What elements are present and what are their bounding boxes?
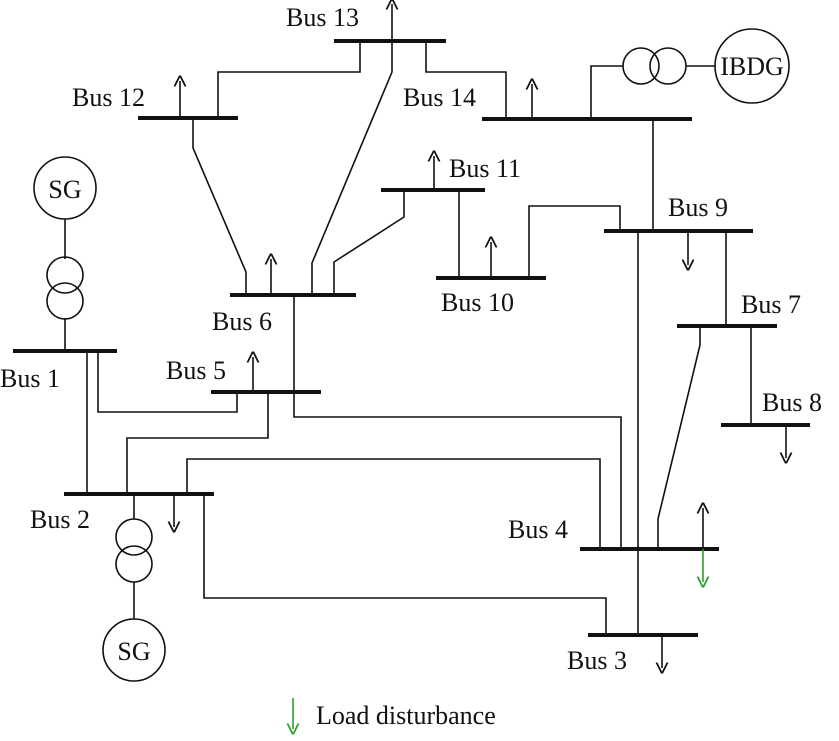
legend: Load disturbance [293,698,496,730]
bus-8-label: Bus 8 [762,388,822,417]
line-2-4 [186,458,601,549]
bus-7-label: Bus 7 [741,290,801,319]
generator-connections [64,65,715,619]
loads [174,4,786,668]
bus-4-label: Bus 4 [508,515,568,544]
transformer-sg-top-coil-2 [46,282,84,320]
bus-12-label: Bus 12 [72,83,145,112]
line-4-7 [657,326,701,549]
transformer-sg-top [46,256,84,320]
bus-labels: Bus 1 Bus 2 Bus 3 Bus 4 Bus 5 Bus 6 Bus … [0,3,822,675]
generator-sg-bottom-label: SG [117,637,150,666]
bus-5-label: Bus 5 [166,356,226,385]
bus-13-label: Bus 13 [286,3,359,32]
ibdg-tx-lead [590,65,623,119]
generator-sg-bottom: SG [102,618,166,682]
bus-14-label: Bus 14 [403,83,476,112]
bus-9-label: Bus 9 [668,193,728,222]
transformer-sg-bottom-coil-1 [115,518,153,556]
legend-label: Load disturbance [316,701,496,730]
bus-1-label: Bus 1 [0,364,60,393]
line-6-13 [311,41,393,295]
generator-ibdg-label: IBDG [720,52,784,81]
line-6-11 [333,190,405,295]
transmission-lines [86,41,752,635]
generator-ibdg-circle [714,28,790,104]
line-2-5 [126,392,269,494]
line-2-3 [203,494,607,635]
bus-11-label: Bus 11 [449,154,521,183]
line-9-10 [528,205,621,278]
generator-ibdg: IBDG [714,28,790,104]
transformer-ibdg-coil-1 [622,47,660,85]
bus-3-label: Bus 3 [567,646,627,675]
generator-sg-bottom-circle [102,618,166,682]
line-12-13 [217,41,361,118]
buses [13,39,810,637]
transformer-ibdg [622,47,687,85]
bus-10-label: Bus 10 [441,288,514,317]
transformer-sg-top-coil-1 [46,256,84,294]
bus-6-label: Bus 6 [212,307,272,336]
transformer-ibdg-coil-2 [649,47,687,85]
line-6-12 [192,118,247,295]
line-1-5 [97,351,238,413]
transformer-sg-bottom-coil-2 [115,545,153,583]
bus-2-label: Bus 2 [30,505,90,534]
line-5-4 [293,392,622,549]
generator-sg-top-label: SG [48,175,81,204]
generator-sg-top-circle [33,156,97,220]
generator-sg-top: SG [33,156,97,220]
line-13-14 [425,41,507,119]
transformer-sg-bottom [115,518,153,583]
